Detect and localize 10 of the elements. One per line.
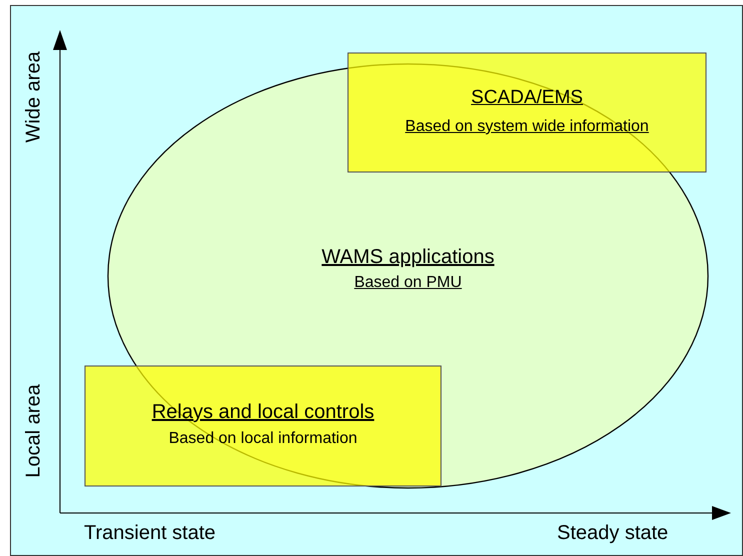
axis-label: Local area	[22, 384, 46, 478]
axis-label: Steady state	[557, 522, 668, 545]
axis-label: Transient state	[84, 522, 216, 545]
box-subtitle: Based on local information	[168, 430, 358, 447]
ellipse-subtitle: Based on PMU	[354, 274, 462, 291]
box-heading: SCADA/EMS	[471, 87, 583, 108]
box-heading: Relays and local controls	[152, 401, 374, 423]
axis-label: Wide area	[22, 51, 46, 143]
box-subtitle: Based on system wide information	[405, 118, 649, 135]
ellipse-heading: WAMS applications	[322, 246, 494, 268]
